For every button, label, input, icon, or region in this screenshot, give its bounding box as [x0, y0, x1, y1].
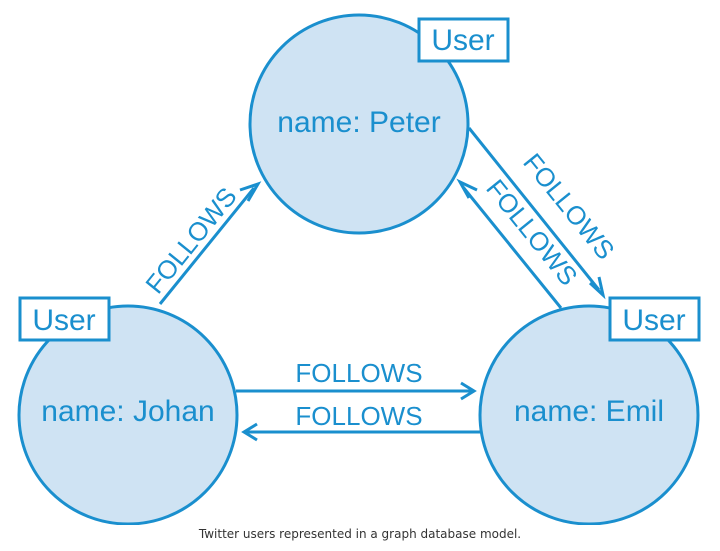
- node-circle: [17, 304, 239, 525]
- relationship-label: FOLLOWS: [139, 181, 242, 299]
- node-label: User: [622, 304, 685, 337]
- node-peter: name: Peter User: [248, 13, 510, 235]
- node-name: name: Peter: [277, 106, 440, 139]
- edge-emil-to-johan: FOLLOWS: [241, 401, 481, 442]
- edge-johan-to-peter: FOLLOWS: [139, 181, 262, 305]
- arrowhead: [239, 181, 262, 202]
- node-name: name: Emil: [514, 395, 664, 428]
- node-label: User: [32, 304, 95, 337]
- relationship-label: FOLLOWS: [295, 358, 422, 388]
- arrowhead: [588, 276, 606, 300]
- node-label-box: [608, 296, 701, 342]
- node-label-box: [18, 296, 111, 342]
- graph-diagram: FOLLOWS FOLLOWS FOLLOWS FOLLOWS FOLLOWS …: [17, 13, 701, 525]
- arrowhead: [241, 422, 258, 442]
- node-circle: [478, 304, 700, 525]
- arrowhead: [456, 178, 478, 199]
- node-emil: name: Emil User: [478, 296, 701, 525]
- node-johan: name: Johan User: [17, 296, 239, 525]
- edge-johan-to-emil: FOLLOWS: [236, 358, 477, 401]
- node-name: name: Johan: [41, 395, 214, 428]
- node-circle: [248, 13, 470, 235]
- node-label-box: [417, 17, 510, 63]
- relationship-label: FOLLOWS: [295, 401, 422, 431]
- arrowhead: [460, 381, 477, 401]
- figure-caption: Twitter users represented in a graph dat…: [198, 527, 522, 541]
- node-label: User: [431, 24, 494, 57]
